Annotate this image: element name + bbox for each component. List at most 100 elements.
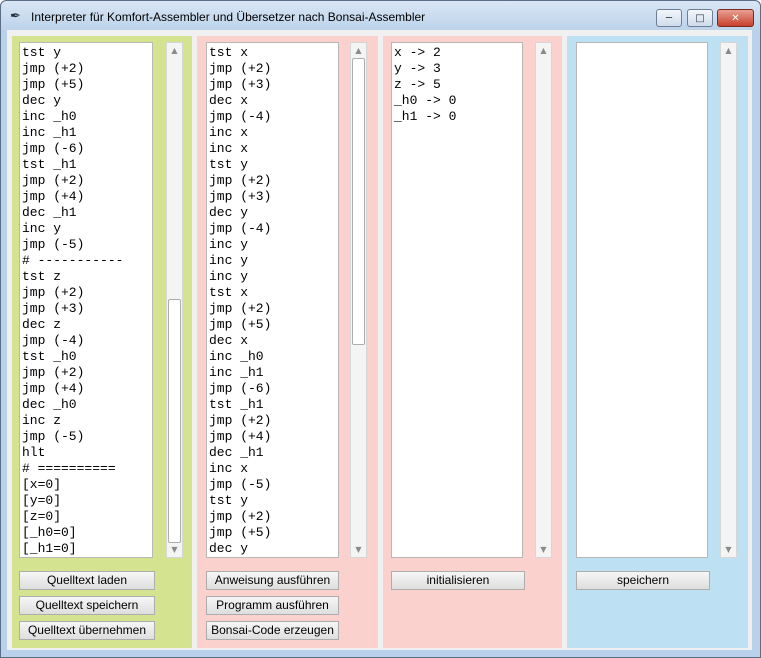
apply-source-button[interactable]: Quelltext übernehmen [19, 621, 155, 640]
maximize-icon: □ [695, 12, 705, 24]
load-source-button[interactable]: Quelltext laden [19, 571, 155, 590]
code-line: hlt [22, 445, 46, 460]
code-line: jmp (+2) [22, 365, 85, 380]
scroll-up-icon[interactable]: ▲ [171, 46, 178, 55]
code-line: tst z [22, 269, 62, 284]
code-line: inc y [209, 237, 249, 252]
code-line: inc x [209, 141, 249, 156]
run-button[interactable]: Programm ausführen [206, 596, 339, 615]
source-scrollbar[interactable]: ▲ ▼ [166, 42, 183, 558]
code-line: # ----------- [22, 253, 124, 268]
code-line: dec x [209, 333, 249, 348]
save-bonsai-button[interactable]: speichern [576, 571, 710, 590]
bonsai-lines [577, 43, 707, 45]
code-line: tst _h0 [22, 349, 77, 364]
code-line: z -> 5 [394, 77, 441, 92]
feather-icon: ✒ [10, 9, 21, 24]
code-line: jmp (+4) [22, 189, 85, 204]
scroll-down-icon[interactable]: ▼ [540, 545, 547, 554]
code-line: # ========== [22, 461, 116, 476]
code-line: jmp (-5) [22, 429, 85, 444]
code-line: inc _h1 [209, 365, 264, 380]
code-line: jmp (+5) [209, 525, 272, 540]
code-line: inc _h1 [22, 125, 77, 140]
bonsai-panel: ▲ ▼ speichern [567, 36, 748, 648]
code-line: jmp (+3) [22, 301, 85, 316]
code-line: jmp (+3) [209, 189, 272, 204]
code-line: inc x [209, 125, 249, 140]
code-line: inc z [22, 413, 62, 428]
code-line: jmp (-4) [22, 333, 85, 348]
code-line: tst y [209, 157, 249, 172]
code-line: [y=0] [22, 493, 62, 508]
code-line: inc _h0 [22, 109, 77, 124]
source-scroll-thumb[interactable] [168, 299, 181, 543]
close-icon: ✕ [731, 12, 740, 24]
code-line: inc y [22, 221, 62, 236]
save-source-button[interactable]: Quelltext speichern [19, 596, 155, 615]
code-line: tst x [209, 45, 249, 60]
code-line: x -> 2 [394, 45, 441, 60]
code-line: jmp (-5) [22, 237, 85, 252]
code-line: jmp (-6) [209, 381, 272, 396]
code-line: [z=0] [22, 509, 62, 524]
code-line: _h1 -> 0 [394, 109, 457, 124]
window-title: Interpreter für Komfort-Assembler und Üb… [31, 10, 426, 24]
step-button[interactable]: Anweisung ausführen [206, 571, 339, 590]
close-button[interactable]: ✕ [717, 9, 754, 27]
code-line: jmp (-5) [209, 477, 272, 492]
bonsai-textarea[interactable] [576, 42, 708, 558]
code-line: jmp (+2) [209, 413, 272, 428]
code-line: jmp (+4) [22, 381, 85, 396]
generate-bonsai-button[interactable]: Bonsai-Code erzeugen [206, 621, 339, 640]
code-line: _h0 -> 0 [394, 93, 457, 108]
code-line: jmp (-4) [209, 221, 272, 236]
code-line: tst x [209, 285, 249, 300]
initialize-button[interactable]: initialisieren [391, 571, 525, 590]
code-line: inc y [209, 269, 249, 284]
code-line: dec y [22, 93, 62, 108]
scroll-down-icon[interactable]: ▼ [171, 545, 178, 554]
code-line: y -> 3 [394, 61, 441, 76]
program-scroll-thumb[interactable] [352, 58, 365, 345]
minimize-button[interactable]: ─ [656, 9, 682, 27]
code-line: jmp (-4) [209, 109, 272, 124]
code-line: jmp (+5) [22, 77, 85, 92]
scroll-up-icon[interactable]: ▲ [355, 46, 362, 55]
code-line: jmp (+2) [209, 301, 272, 316]
code-line: dec _h1 [22, 205, 77, 220]
code-line: dec z [22, 317, 62, 332]
code-line: tst y [22, 45, 62, 60]
bonsai-scrollbar[interactable]: ▲ ▼ [720, 42, 737, 558]
scroll-down-icon[interactable]: ▼ [725, 545, 732, 554]
code-line: tst _h1 [209, 397, 264, 412]
code-line: dec y [209, 541, 249, 556]
program-scrollbar[interactable]: ▲ ▼ [350, 42, 367, 558]
code-line: dec y [209, 205, 249, 220]
code-line: dec _h0 [22, 397, 77, 412]
code-line: jmp (+2) [22, 173, 85, 188]
code-line: [x=0] [22, 477, 62, 492]
title-bar[interactable]: ✒ Interpreter für Komfort-Assembler und … [1, 1, 760, 31]
scroll-down-icon[interactable]: ▼ [355, 545, 362, 554]
code-line: jmp (+2) [22, 61, 85, 76]
code-line: jmp (+5) [209, 317, 272, 332]
scroll-up-icon[interactable]: ▲ [540, 46, 547, 55]
code-line: dec x [209, 93, 249, 108]
code-line: [_h0=0] [22, 525, 77, 540]
code-line: dec _h1 [209, 445, 264, 460]
minimize-icon: ─ [665, 12, 673, 24]
registers-scrollbar[interactable]: ▲ ▼ [535, 42, 552, 558]
scroll-up-icon[interactable]: ▲ [725, 46, 732, 55]
maximize-button[interactable]: □ [687, 9, 713, 27]
code-line: [_h1=0] [22, 541, 77, 556]
